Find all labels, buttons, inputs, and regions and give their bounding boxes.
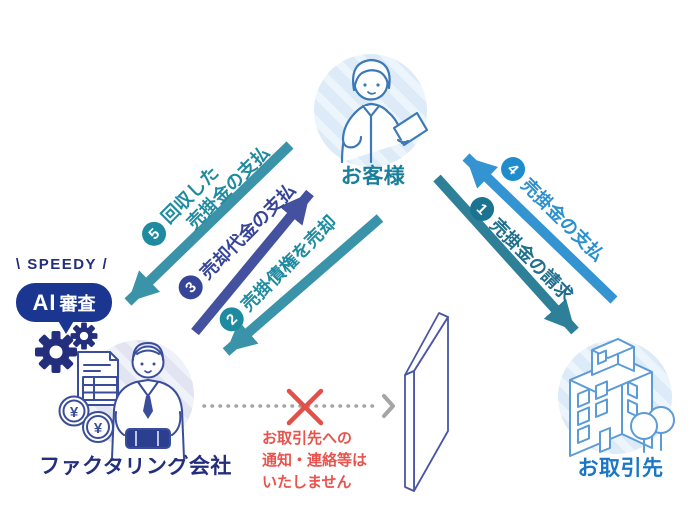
factoring-person-icon: ¥ ¥ xyxy=(58,342,185,459)
speedy-banner: \ SPEEDY / xyxy=(15,256,109,273)
no-contact-dotted-arrow xyxy=(202,394,395,418)
no-notification-note: お取引先への 通知・連絡等は いたしません xyxy=(262,428,367,493)
arrow-5-payment-collected xyxy=(124,141,294,306)
x-icon xyxy=(286,388,324,426)
customer-person-icon xyxy=(340,58,429,164)
yen-icon: ¥ xyxy=(70,404,79,421)
arrow-1-invoice-request xyxy=(433,174,579,335)
chevron-right-icon xyxy=(382,394,395,418)
ai-bubble-tail xyxy=(57,319,75,334)
gears-icon xyxy=(35,322,98,373)
partner-label: お取引先 xyxy=(577,457,664,480)
yen-icon: ¥ xyxy=(94,420,103,437)
note-line3: いたしません xyxy=(262,473,352,491)
note-line1: お取引先への xyxy=(262,430,353,447)
arrow-4-receivable-payment xyxy=(462,153,618,304)
ai-review-badge: AI 審査 xyxy=(16,283,112,322)
ai-review-badge-ai: AI xyxy=(32,289,57,315)
ai-review-badge-text: 審査 xyxy=(59,293,96,314)
customer-label: お客様 xyxy=(340,165,406,188)
wall-icon xyxy=(404,312,449,492)
note-line2: 通知・連絡等は xyxy=(262,451,368,469)
arrow-3-sale-proceeds xyxy=(191,189,314,336)
factoring-company-label: ファクタリング会社 xyxy=(39,455,232,478)
arrow-2-sell-receivables xyxy=(222,214,384,356)
partner-building-icon xyxy=(569,338,675,457)
